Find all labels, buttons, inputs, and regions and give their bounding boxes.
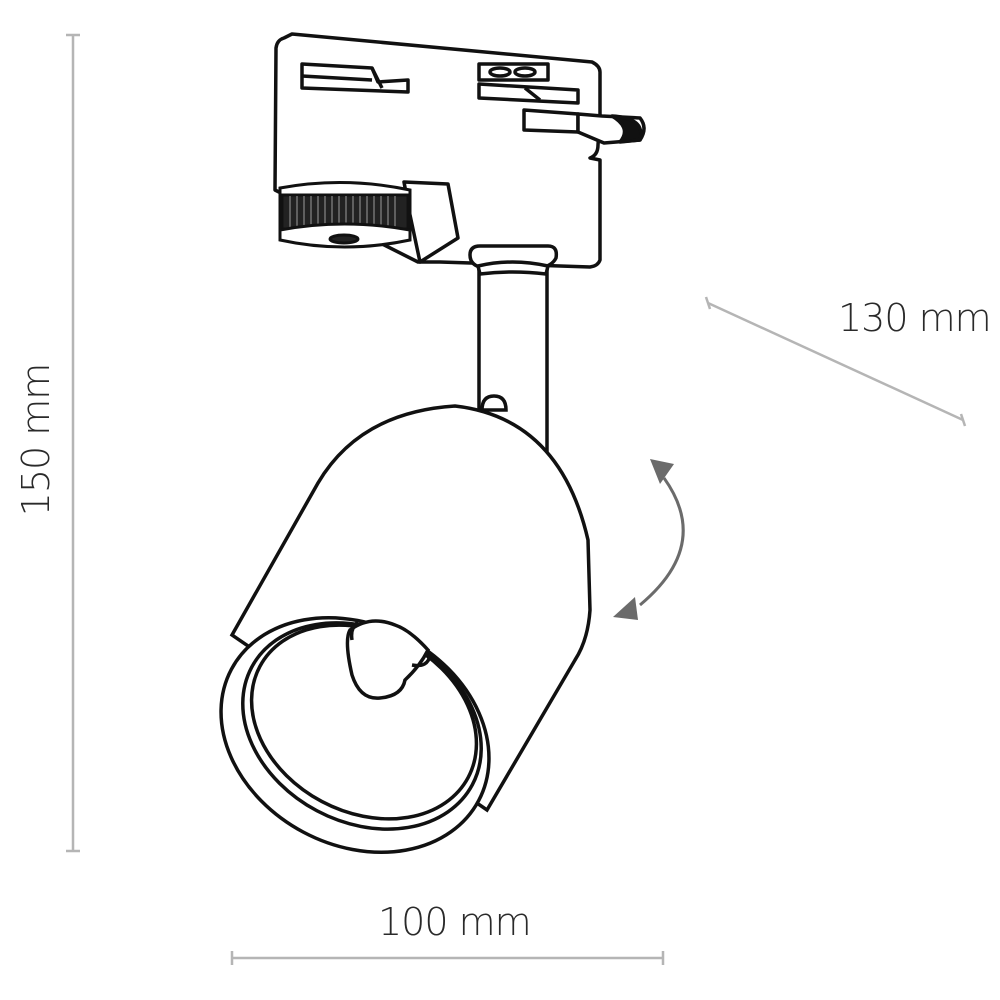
depth-dimension-line bbox=[704, 296, 967, 427]
width-dimension-label: 100 mm bbox=[378, 900, 532, 944]
dimension-lines bbox=[66, 33, 967, 965]
locking-knob bbox=[278, 181, 412, 249]
tilt-rotation-arrow-icon bbox=[613, 459, 685, 620]
lamp-head bbox=[219, 404, 592, 855]
height-dimension-label: 150 mm bbox=[14, 363, 58, 517]
height-dimension-line bbox=[66, 33, 80, 853]
depth-dimension-label: 130 mm bbox=[838, 296, 992, 340]
width-dimension-line bbox=[230, 951, 665, 965]
